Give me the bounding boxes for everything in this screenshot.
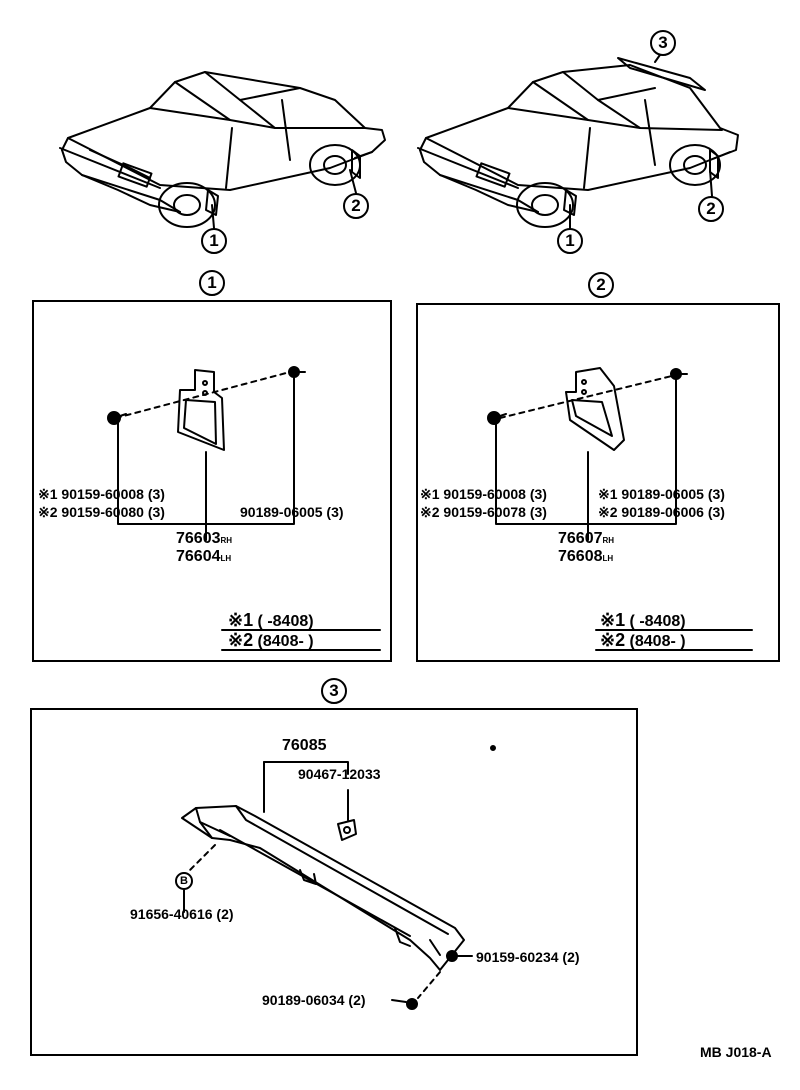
p1-screw: 90189-06005 (3) [240,504,344,520]
p3-bolt-part: 90159-60234 (2) [476,949,580,965]
callout-1-hatch: 1 [557,228,583,254]
p3-nut-part: 90467-12033 [298,766,381,782]
p3-grommet-part: 91656-40616 (2) [130,906,234,922]
p2-legend-2-text: (8408- ) [629,633,686,650]
rear-spoiler-illustration [181,805,465,971]
p1-part-lh-side: LH [220,554,232,563]
p2-part-lh-number: 76608 [558,548,603,565]
p1-legend-2-mark: ※2 [228,630,254,650]
nut-icon [337,819,357,841]
p3-spoiler-part: 76085 [282,737,327,754]
sedan-illustration [59,71,386,228]
panel-3-title: 3 [321,678,347,704]
p1-legend-2: ※2 (8408- ) [228,630,314,650]
p1-legend-1-mark: ※1 [228,610,254,630]
p1-part-rh: 76603RH [176,531,232,549]
p3-grommet-mark: B [175,872,193,890]
panel-3-frame [30,708,638,1056]
p2-part-rh: 76607RH [558,531,614,549]
p2-screw-line1: ※1 90189-06005 (3) [598,486,725,502]
hatchback-illustration [417,57,739,228]
panel-1-title: 1 [199,270,225,296]
callout-3-hatch: 3 [650,30,676,56]
p2-legend-1: ※1 ( -8408) [600,610,686,630]
p2-legend-2: ※2 (8408- ) [600,630,686,650]
bolt-icon-p1-left [107,411,127,425]
p2-legend-1-text: ( -8408) [629,613,686,630]
p1-bolt-line1: ※1 90159-60008 (3) [38,486,165,502]
p1-part-rh-side: RH [220,536,233,545]
p2-screw-line2: ※2 90189-06006 (3) [598,504,725,520]
screw-icon-p1-right [288,366,306,378]
panel-2-title: 2 [588,272,614,298]
mudguard-rear-illustration [565,367,625,451]
p1-bolt-line2: ※2 90159-60080 (3) [38,504,165,520]
p2-part-lh: 76608LH [558,549,613,567]
callout-1-sedan: 1 [201,228,227,254]
p2-bolt-line1: ※1 90159-60008 (3) [420,486,547,502]
p1-legend-1-text: ( -8408) [257,613,314,630]
clip-icon-p3 [406,998,418,1010]
p1-part-rh-number: 76603 [176,530,221,547]
panel-2-frame [416,303,780,662]
p1-part-lh-number: 76604 [176,548,221,565]
screw-icon-p2-right [670,368,688,380]
bolt-icon-p2-left [487,411,507,425]
p2-legend-1-mark: ※1 [600,610,626,630]
p3-clip-part: 90189-06034 (2) [262,992,366,1008]
callout-2-sedan: 2 [343,193,369,219]
diagram-code: MB J018-A [700,1044,772,1060]
p2-bolt-line2: ※2 90159-60078 (3) [420,504,547,520]
panel-1-frame [32,300,392,662]
p1-legend-1: ※1 ( -8408) [228,610,314,630]
p2-part-rh-number: 76607 [558,530,603,547]
p1-part-lh: 76604LH [176,549,231,567]
p1-legend-2-text: (8408- ) [257,633,314,650]
p2-legend-2-mark: ※2 [600,630,626,650]
p2-part-rh-side: RH [602,536,615,545]
p2-part-lh-side: LH [602,554,614,563]
callout-2-hatch: 2 [698,196,724,222]
